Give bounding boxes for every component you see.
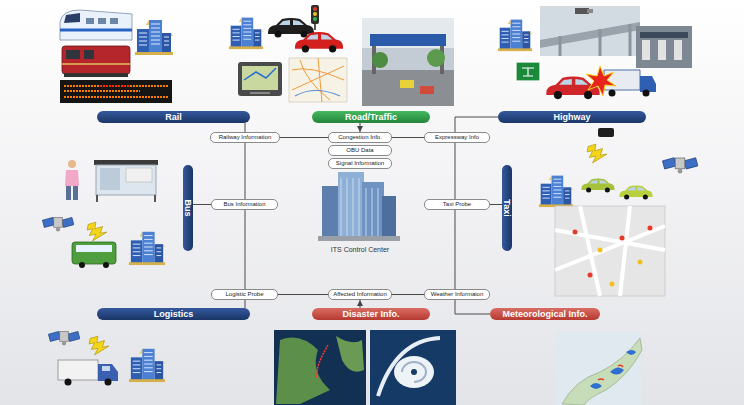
category-bar: Bus xyxy=(183,165,193,251)
node-text: Logistics xyxy=(154,309,194,319)
connector xyxy=(278,294,328,295)
info-box: Expressway Info xyxy=(424,132,490,143)
node-text: Meteorological Info. xyxy=(502,309,587,319)
connector xyxy=(245,123,246,132)
info-box: Taxi Probe xyxy=(424,199,490,210)
node-text: Highway xyxy=(553,112,590,122)
category-bar: Disaster Info. xyxy=(312,308,430,320)
node-text: Disaster Info. xyxy=(342,309,399,319)
info-box: OBU Data xyxy=(328,145,392,156)
node-text: Road/Traffic xyxy=(345,112,397,122)
info-box: Congestion Info. xyxy=(328,132,392,143)
connector xyxy=(360,123,361,132)
info-box: Bus Information xyxy=(211,199,278,210)
connector xyxy=(392,137,424,138)
connector xyxy=(455,143,456,199)
info-box: Railway Information xyxy=(210,132,280,143)
node-text: Taxi xyxy=(502,199,512,216)
info-box: Logistic Probe xyxy=(211,289,278,300)
connector xyxy=(280,137,328,138)
info-box: Signal Information xyxy=(328,158,392,169)
category-bar: Rail xyxy=(97,111,250,123)
info-box: Weather Informaion xyxy=(424,289,490,300)
info-box: Affected Information xyxy=(328,289,392,300)
node-text: Signal Information xyxy=(336,160,384,167)
connector xyxy=(245,143,246,199)
connector xyxy=(455,300,490,314)
node-text: Weather Informaion xyxy=(431,291,484,298)
connector xyxy=(360,300,361,308)
node-text: Logistic Probe xyxy=(225,291,263,298)
node-text: Affected Information xyxy=(333,291,387,298)
category-bar: Taxi xyxy=(502,165,512,251)
connector xyxy=(245,300,246,308)
node-text: Bus Information xyxy=(223,201,265,208)
category-bar: Road/Traffic xyxy=(312,111,430,123)
connector xyxy=(455,210,456,289)
category-bar: Meteorological Info. xyxy=(490,308,600,320)
category-bar: Highway xyxy=(498,111,646,123)
connector xyxy=(392,294,424,295)
node-text: Rail xyxy=(165,112,182,122)
connector xyxy=(193,204,211,205)
node-text: Taxi Probe xyxy=(443,201,471,208)
connector xyxy=(455,117,498,132)
node-text: Congestion Info. xyxy=(338,134,382,141)
category-bar: Logistics xyxy=(97,308,250,320)
connector xyxy=(490,204,502,205)
connector xyxy=(245,210,246,289)
node-text: Bus xyxy=(183,199,193,216)
node-text: OBU Data xyxy=(346,147,373,154)
node-text: Expressway Info xyxy=(435,134,479,141)
node-text: Railway Information xyxy=(219,134,272,141)
center-label: ITS Control Center xyxy=(331,246,389,253)
